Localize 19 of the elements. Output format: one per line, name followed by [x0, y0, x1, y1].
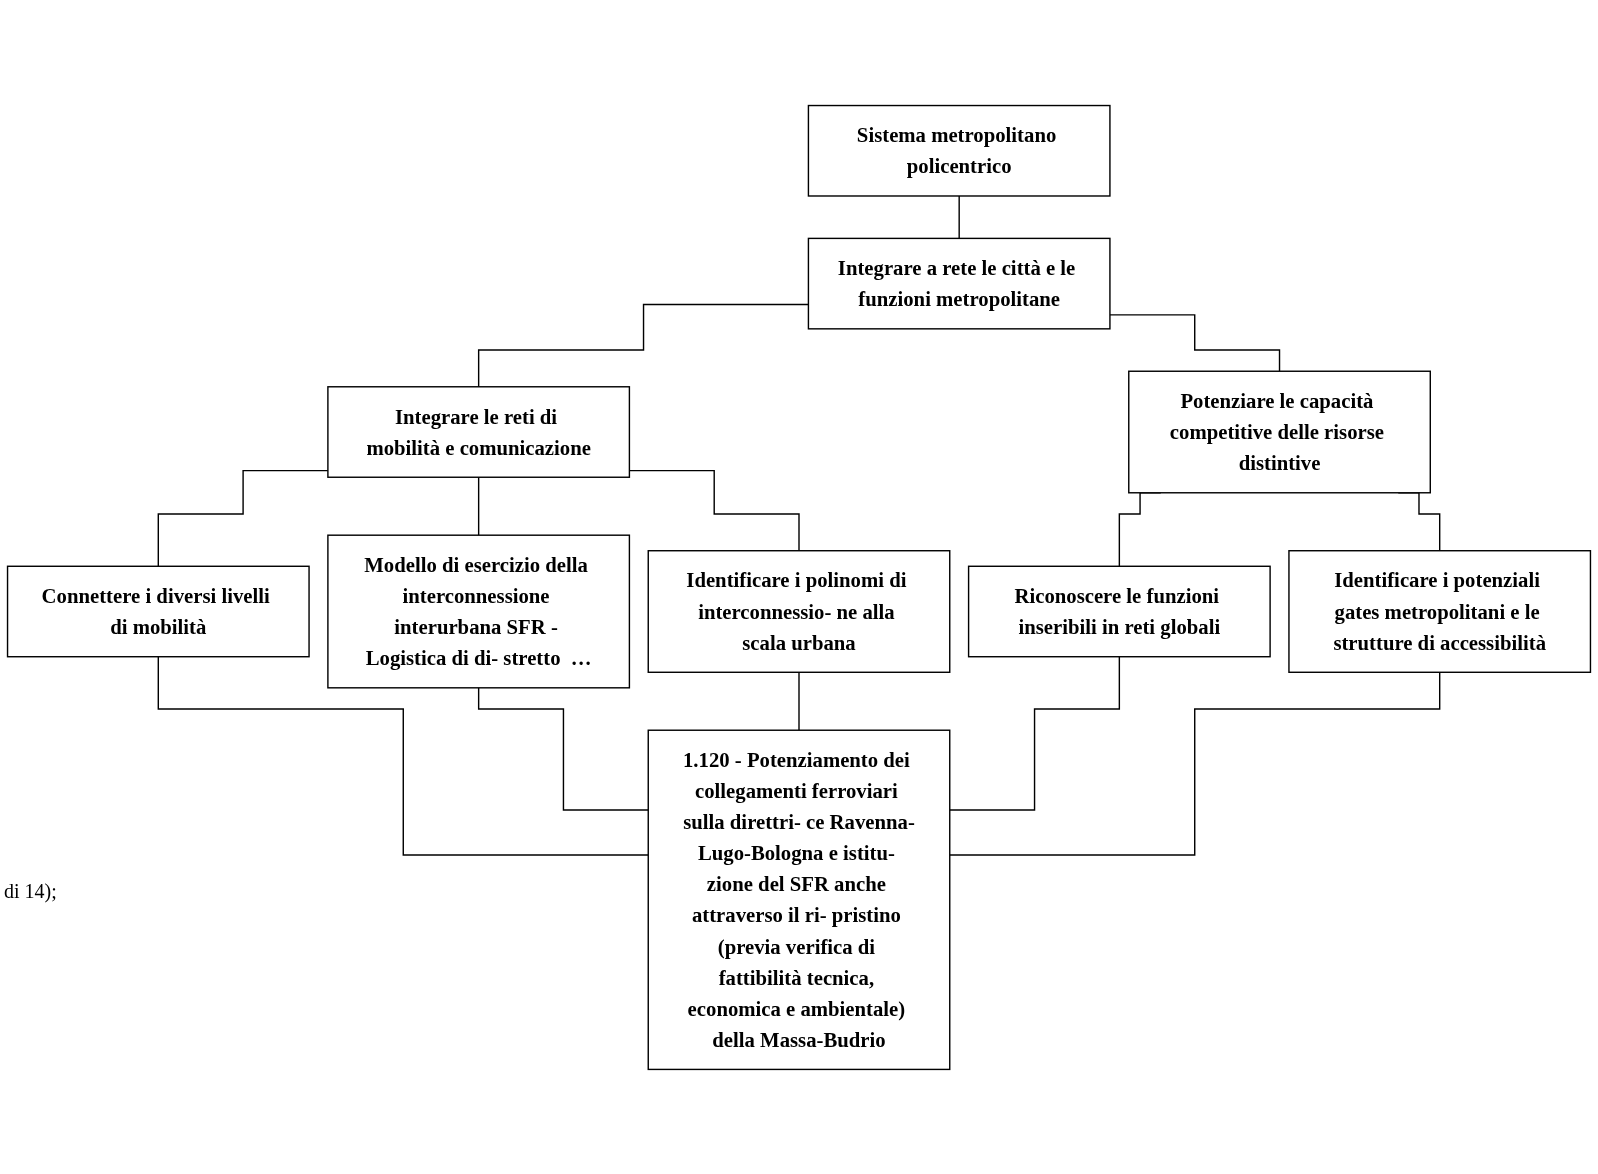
connector: [949, 655, 1121, 811]
connector: [477, 686, 649, 811]
connector: [157, 655, 649, 856]
connector: [949, 671, 1441, 856]
node-box: Identificare i potenziali gates metropolitani e le strutture di accessibilità: [1288, 549, 1592, 673]
node-box: Modello di esercizio della interconnessione interurbana SFR - Logistica di di- stretto …: [327, 534, 631, 689]
node-box: Integrare a rete le città e le funzioni metropolitane: [807, 237, 1111, 330]
node-box: Sistema metropolitano policentrico: [807, 104, 1111, 197]
node-box: Potenziare le capacità competitive delle risorse distintive: [1128, 370, 1431, 493]
node-box: Riconoscere le funzioni inseribili in reti globali: [967, 565, 1271, 657]
connector: [958, 194, 960, 239]
note-text: di 14);: [4, 880, 57, 903]
node-box: 1.120 - Potenziamento dei collegamenti ferroviari sulla direttri- ce Ravenna-Lugo-Bologna e istitu- zione del SFR anche attraverso il ri- pristino (previa verifica di fattibilità tecnica, economica e ambientale) della Massa-Budrio: [647, 729, 951, 1070]
node-box: Connettere i diversi livelli di mobilità: [6, 565, 310, 657]
connector: [798, 671, 800, 731]
node-box: Integrare le reti di mobilità e comunicazione: [327, 385, 631, 478]
connector: [1109, 313, 1281, 372]
connector: [477, 476, 480, 536]
node-box: Identificare i polinomi di interconnessio- ne alla scala urbana: [647, 549, 951, 673]
